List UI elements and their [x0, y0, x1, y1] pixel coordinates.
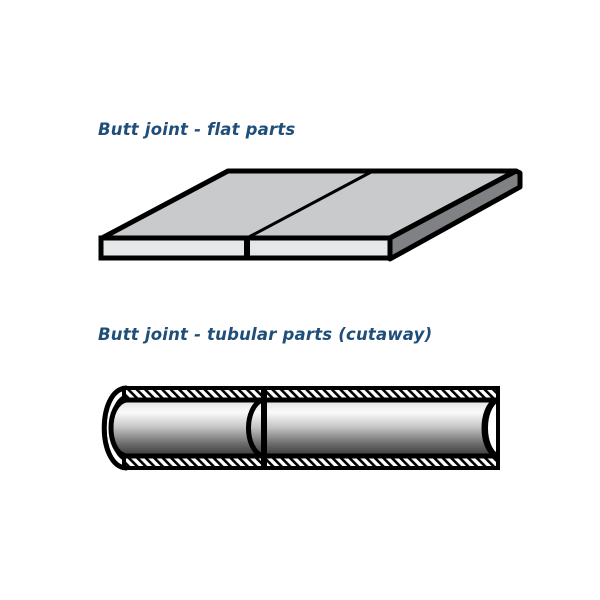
tubular-parts-caption: Butt joint - tubular parts (cutaway)	[98, 325, 433, 344]
tube-left-body	[108, 397, 265, 459]
tubular-parts-assembly	[101, 385, 500, 471]
tube-right-body	[246, 397, 499, 459]
flat-plates-assembly	[98, 168, 523, 262]
flat-joint-seam-top	[246, 169, 374, 240]
flat-parts-caption: Butt joint - flat parts	[98, 120, 296, 139]
tube-right-open-end	[484, 396, 500, 460]
